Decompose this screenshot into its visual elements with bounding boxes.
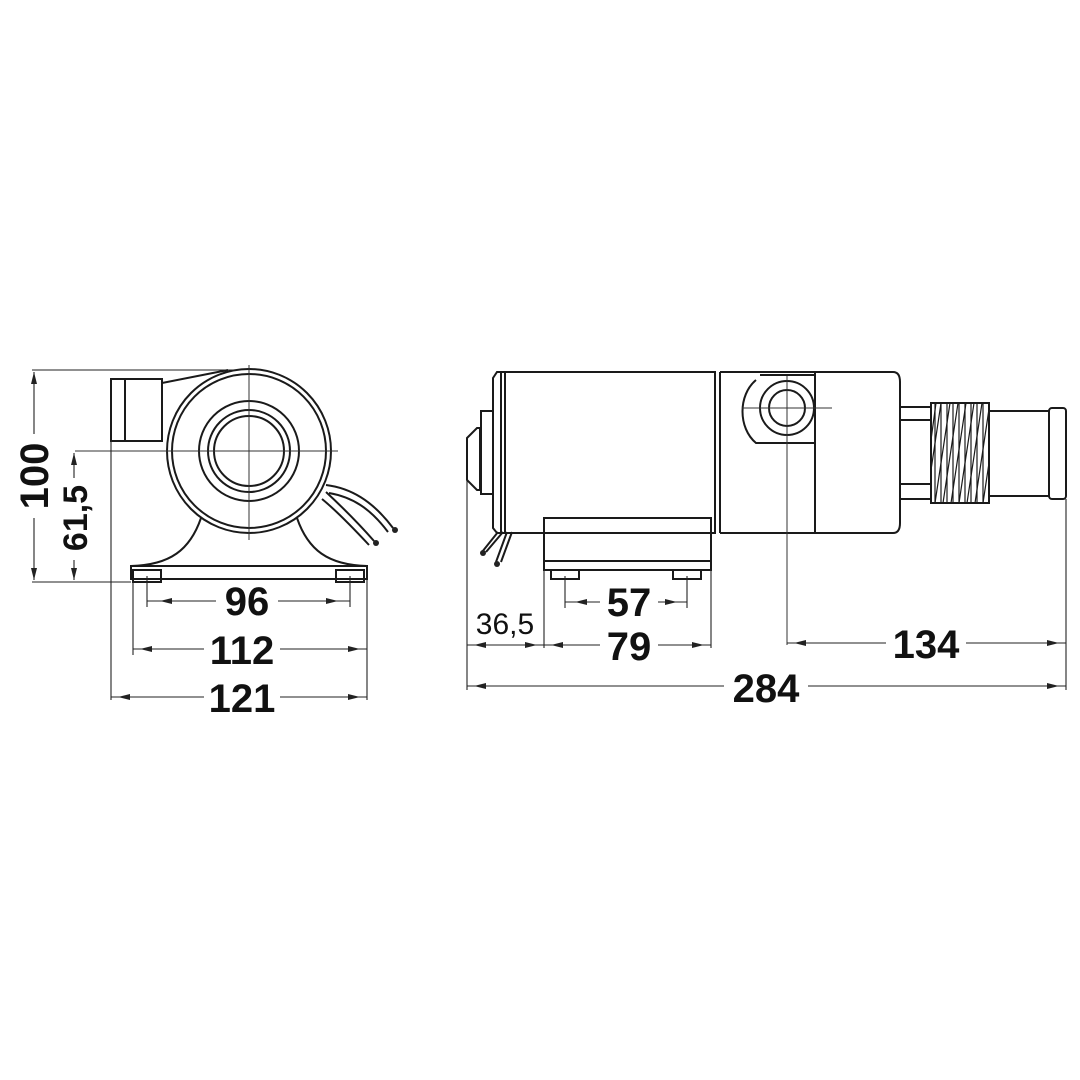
dim-front-hole-spacing-96: 96 bbox=[147, 580, 350, 624]
dim-label-121: 121 bbox=[209, 677, 276, 721]
dim-side-port-to-end-134: 134 bbox=[787, 623, 1066, 667]
thread-hatching bbox=[930, 402, 990, 504]
dim-front-height-100: 100 bbox=[13, 369, 240, 583]
front-wires bbox=[321, 484, 398, 546]
dim-label-79: 79 bbox=[607, 625, 652, 669]
dim-label-134: 134 bbox=[893, 623, 960, 667]
front-centerlines bbox=[75, 365, 338, 540]
dim-label-96: 96 bbox=[225, 580, 270, 624]
dim-label-284: 284 bbox=[733, 667, 800, 711]
dim-label-57: 57 bbox=[607, 581, 652, 625]
dim-label-36-5: 36,5 bbox=[476, 608, 534, 641]
side-wires bbox=[480, 531, 513, 567]
dim-front-axis-height-61-5: 61,5 bbox=[57, 453, 95, 580]
dim-side-base-length-79: 79 bbox=[544, 625, 711, 669]
side-mounting-base bbox=[543, 517, 712, 580]
front-inlet-nozzle bbox=[110, 369, 229, 442]
side-view: 57 36,5 79 134 bbox=[466, 371, 1067, 711]
pump-head bbox=[720, 371, 901, 534]
motor-end-cap bbox=[466, 371, 506, 534]
dim-front-base-width-112: 112 bbox=[133, 629, 367, 673]
front-view: 100 61,5 96 112 bbox=[13, 365, 398, 721]
dim-front-overall-width-121: 121 bbox=[111, 677, 367, 721]
motor-body bbox=[504, 371, 721, 534]
dim-side-hole-spacing-57: 57 bbox=[565, 581, 687, 625]
dim-label-100: 100 bbox=[13, 443, 57, 510]
dim-label-61-5: 61,5 bbox=[57, 485, 95, 551]
dim-side-overall-length-284: 284 bbox=[467, 666, 1066, 711]
dim-label-112: 112 bbox=[210, 629, 275, 673]
dim-side-end-to-base-36-5: 36,5 bbox=[467, 608, 544, 648]
outlet-fitting bbox=[899, 402, 1067, 504]
